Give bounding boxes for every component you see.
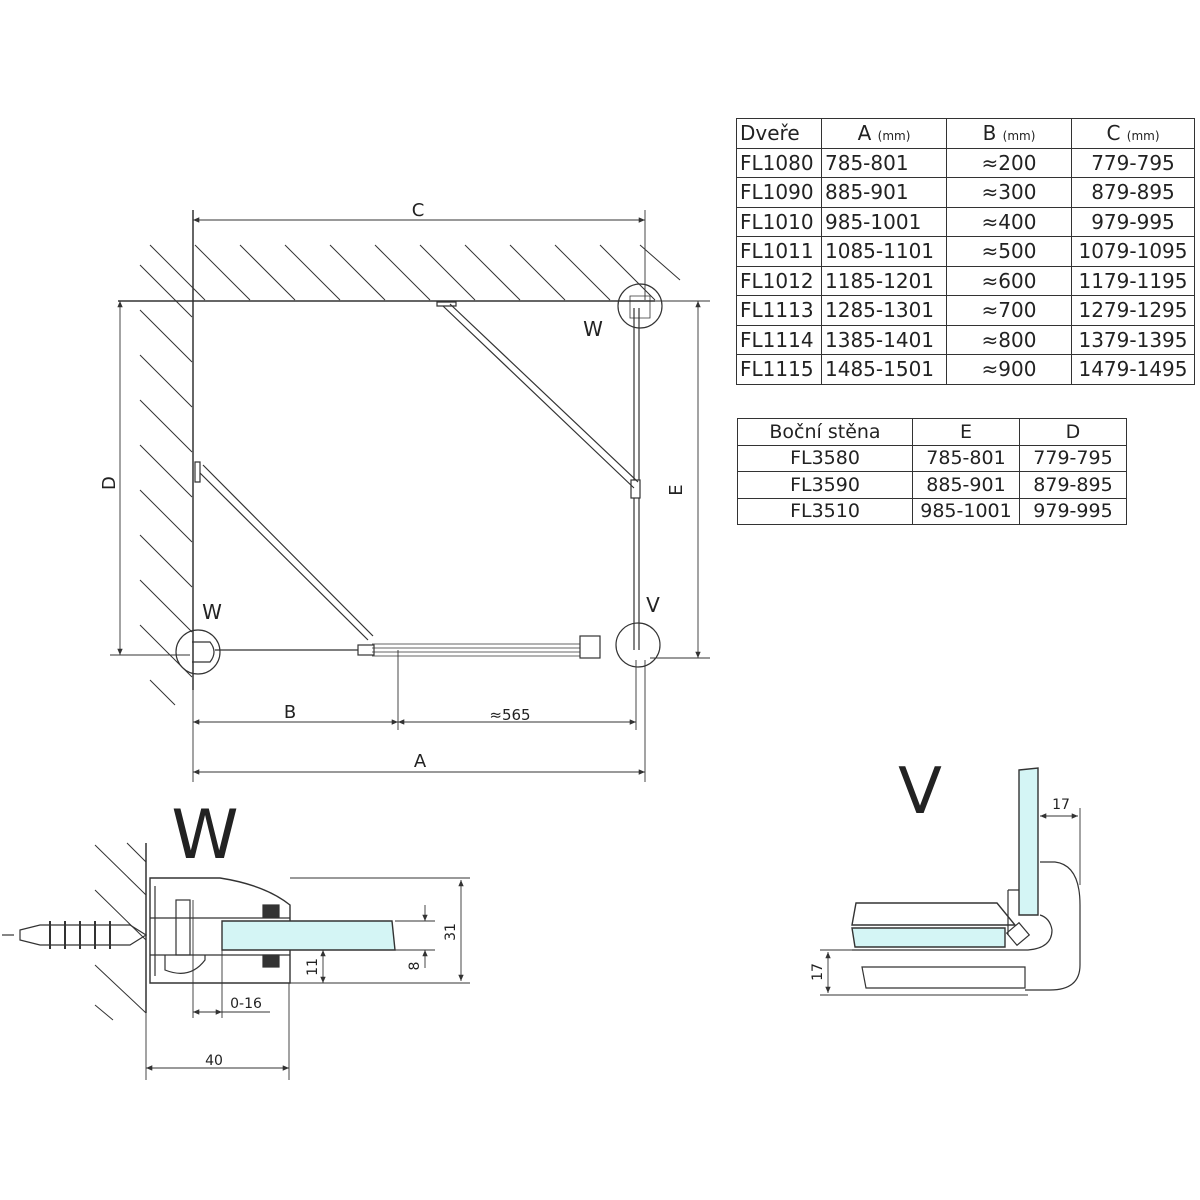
w-callout-top: W xyxy=(583,317,603,341)
table-cell: 1479-1495 xyxy=(1071,354,1195,385)
table-cell: 779-795 xyxy=(1071,147,1195,178)
table-cell: 1185-1201 xyxy=(821,265,947,296)
table-cell: ≈700 xyxy=(946,295,1072,326)
v-callout: V xyxy=(646,593,660,617)
detail-w-title: W xyxy=(171,796,238,875)
table-cell: 985-1001 xyxy=(912,497,1020,525)
table-cell: 1385-1401 xyxy=(821,324,947,355)
table-cell: 1085-1101 xyxy=(821,236,947,267)
header-cell: E xyxy=(912,418,1020,446)
table-cell: 1079-1095 xyxy=(1071,236,1195,267)
dim-b-label: B xyxy=(284,702,296,723)
dim-door-label: ≈565 xyxy=(489,706,530,724)
dim-d-label: D xyxy=(99,476,120,490)
dim-31-label: 31 xyxy=(443,923,459,941)
side-table-header: Boční stěna E D xyxy=(737,418,1127,446)
left-wall-hatch xyxy=(139,210,194,706)
header-cell: B (mm) xyxy=(946,118,1072,149)
table-cell: FL1080 xyxy=(736,147,822,178)
table-cell: 785-801 xyxy=(912,444,1020,472)
table-cell: FL1011 xyxy=(736,236,822,267)
table-cell: FL1115 xyxy=(736,354,822,385)
dim-a-label: A xyxy=(414,751,427,772)
table-cell: FL1113 xyxy=(736,295,822,326)
table-cell: FL1114 xyxy=(736,324,822,355)
header-cell: Boční stěna xyxy=(737,418,913,446)
dim-17-left-label: 17 xyxy=(810,963,826,981)
table-cell: 885-901 xyxy=(912,471,1020,499)
top-wall-hatch xyxy=(118,244,681,302)
table-cell: FL1090 xyxy=(736,177,822,208)
table-cell: 1285-1301 xyxy=(821,295,947,326)
doors-table-header: Dveře A (mm) B (mm) C (mm) xyxy=(736,118,1195,149)
dim-0-16-label: 0-16 xyxy=(230,996,262,1012)
table-cell: ≈200 xyxy=(946,147,1072,178)
table-cell: 885-901 xyxy=(821,177,947,208)
dim-e-label: E xyxy=(666,484,687,495)
header-cell: A (mm) xyxy=(821,118,947,149)
detail-v-title: V xyxy=(898,755,942,829)
table-cell: FL3580 xyxy=(737,444,913,472)
table-cell: 985-1001 xyxy=(821,206,947,237)
dim-c-label: C xyxy=(412,200,425,221)
header-cell: Dveře xyxy=(736,118,822,149)
shower-panels xyxy=(194,301,641,659)
table-cell: ≈600 xyxy=(946,265,1072,296)
dim-11-label: 11 xyxy=(305,958,321,976)
table-cell: 979-995 xyxy=(1071,206,1195,237)
table-cell: 979-995 xyxy=(1019,497,1127,525)
table-cell: ≈300 xyxy=(946,177,1072,208)
table-cell: ≈900 xyxy=(946,354,1072,385)
header-cell: C (mm) xyxy=(1071,118,1195,149)
table-cell: 1485-1501 xyxy=(821,354,947,385)
dim-17-top-label: 17 xyxy=(1052,797,1070,813)
table-cell: 779-795 xyxy=(1019,444,1127,472)
detail-circles xyxy=(175,283,663,675)
table-cell: 1379-1395 xyxy=(1071,324,1195,355)
table-cell: 1179-1195 xyxy=(1071,265,1195,296)
table-cell: ≈400 xyxy=(946,206,1072,237)
detail-v-drawing xyxy=(820,767,1081,996)
header-cell: D xyxy=(1019,418,1127,446)
w-callout-left: W xyxy=(202,600,222,624)
table-cell: ≈500 xyxy=(946,236,1072,267)
table-cell: FL3590 xyxy=(737,471,913,499)
dim-8-label: 8 xyxy=(407,962,423,971)
dim-40-label: 40 xyxy=(205,1053,223,1069)
table-cell: FL3510 xyxy=(737,497,913,525)
detail-w-drawing xyxy=(2,842,470,1080)
table-cell: 1279-1295 xyxy=(1071,295,1195,326)
table-cell: ≈800 xyxy=(946,324,1072,355)
table-cell: 879-895 xyxy=(1019,471,1127,499)
table-cell: FL1012 xyxy=(736,265,822,296)
table-cell: 879-895 xyxy=(1071,177,1195,208)
dimension-lines xyxy=(110,210,710,782)
table-cell: 785-801 xyxy=(821,147,947,178)
table-cell: FL1010 xyxy=(736,206,822,237)
